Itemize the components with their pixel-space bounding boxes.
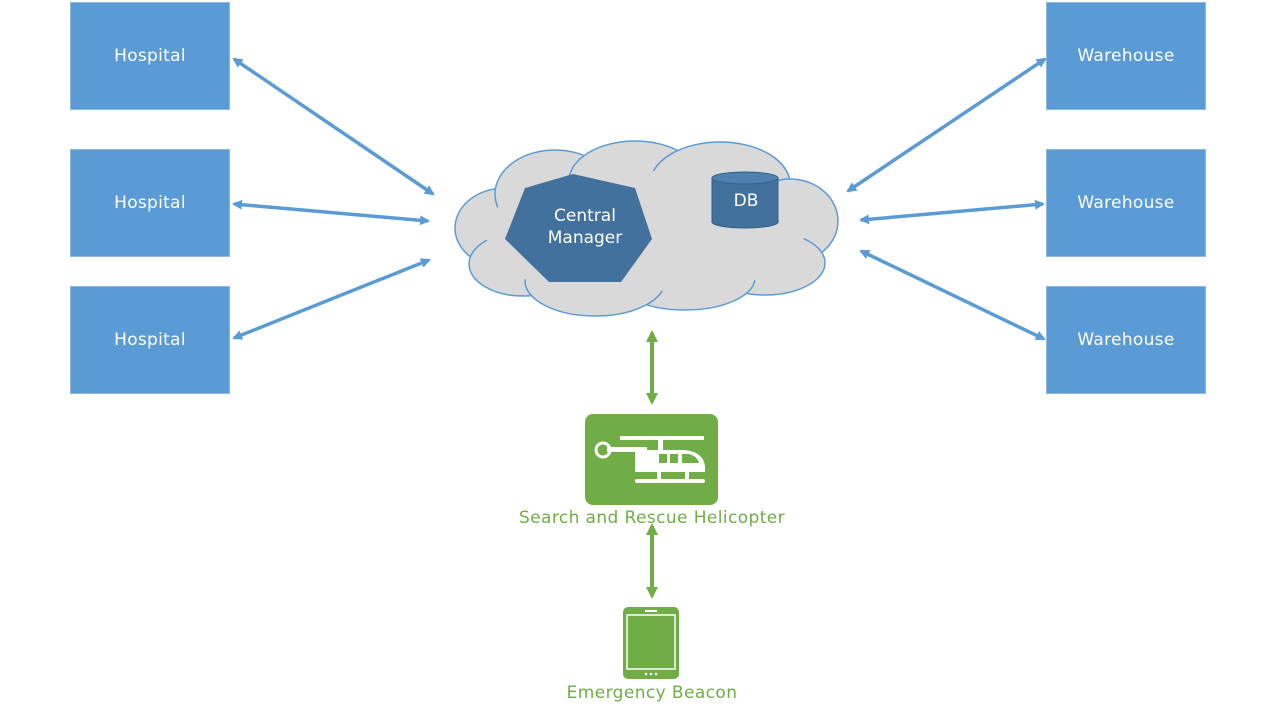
hospital-label: Hospital [114, 330, 186, 350]
smartphone-icon [623, 607, 679, 679]
helicopter-caption: Search and Rescue Helicopter [518, 508, 786, 528]
central-manager-line1: Central [554, 206, 616, 226]
helicopter-icon [594, 436, 705, 483]
central-manager-label: Central Manager [518, 205, 652, 249]
hospital-node: Hospital [70, 2, 230, 110]
arrow-warehouse-3-cloud [859, 249, 1046, 341]
arrow-warehouse-2-cloud [859, 199, 1045, 225]
warehouse-node: Warehouse [1046, 149, 1206, 257]
warehouse-node: Warehouse [1046, 286, 1206, 394]
central-manager-shape [505, 174, 652, 282]
arrow-hospital-1-cloud [232, 57, 435, 196]
helicopter-node [585, 414, 718, 505]
central-manager-line2: Manager [547, 228, 623, 248]
arrow-warehouse-1-cloud [846, 57, 1047, 193]
hospital-label: Hospital [114, 46, 186, 66]
arrow-hospital-2-cloud [232, 199, 430, 226]
warehouse-node: Warehouse [1046, 2, 1206, 110]
cloud-icon [454, 140, 839, 317]
warehouse-label: Warehouse [1077, 193, 1175, 213]
warehouse-label: Warehouse [1077, 46, 1175, 66]
hospital-label: Hospital [114, 193, 186, 213]
db-label: DB [733, 191, 759, 211]
warehouse-label: Warehouse [1077, 330, 1175, 350]
database-icon [711, 171, 779, 229]
arrow-hospital-3-cloud [232, 258, 431, 340]
hospital-node: Hospital [70, 149, 230, 257]
hospital-node: Hospital [70, 286, 230, 394]
beacon-caption: Emergency Beacon [566, 683, 738, 703]
